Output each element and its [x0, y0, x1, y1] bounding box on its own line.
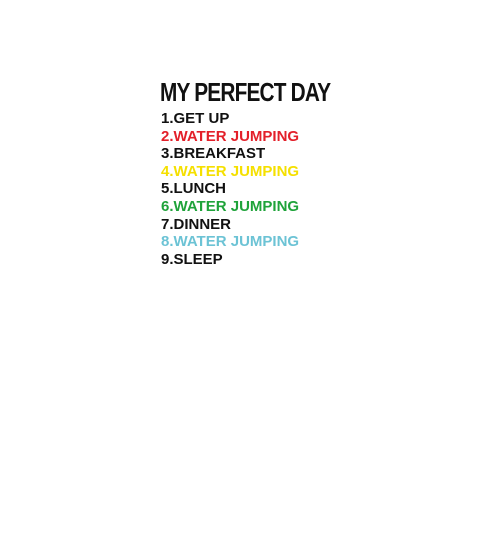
schedule-item: 2.WATER JUMPING: [161, 127, 300, 145]
design-title: MY PERFECT DAY: [160, 77, 331, 107]
schedule-item: 7.DINNER: [161, 215, 232, 233]
perfect-day-design: MY PERFECT DAY 1.GET UP 2.WATER JUMPING …: [160, 76, 331, 268]
schedule-item: 6.WATER JUMPING: [161, 197, 300, 215]
schedule-list: 1.GET UP 2.WATER JUMPING 3.BREAKFAST 4.W…: [161, 110, 310, 268]
schedule-item: 8.WATER JUMPING: [161, 233, 300, 251]
schedule-item: 5.LUNCH: [161, 180, 227, 198]
schedule-item: 9.SLEEP: [161, 250, 223, 268]
schedule-item: 1.GET UP: [161, 110, 230, 127]
schedule-item: 4.WATER JUMPING: [161, 162, 300, 180]
schedule-item: 3.BREAKFAST: [161, 145, 266, 163]
